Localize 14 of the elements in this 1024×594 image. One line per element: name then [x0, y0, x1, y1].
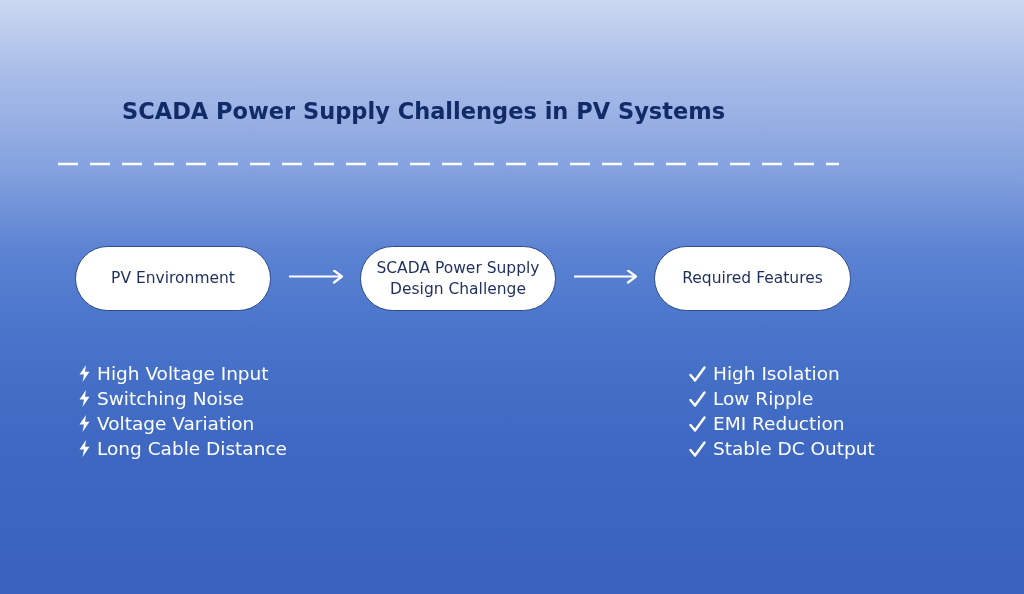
- node-label: PV Environment: [111, 268, 235, 289]
- list-item: Long Cable Distance: [97, 436, 287, 461]
- list-item: Switching Noise: [97, 386, 244, 411]
- list-item: High Voltage Input: [97, 361, 269, 386]
- arrow: [574, 269, 638, 284]
- title: SCADA Power Supply Challenges in PV Systems: [122, 97, 726, 126]
- list-item: Voltage Variation: [97, 411, 255, 436]
- arrow: [289, 269, 344, 284]
- list-item: Stable DC Output: [713, 436, 875, 461]
- list-item: Low Ripple: [713, 386, 814, 411]
- list-item: High Isolation: [713, 361, 840, 386]
- node-label: SCADA Power Supply Design Challenge: [375, 257, 541, 300]
- list-item: EMI Reduction: [713, 411, 845, 436]
- node-label: Required Features: [682, 268, 823, 289]
